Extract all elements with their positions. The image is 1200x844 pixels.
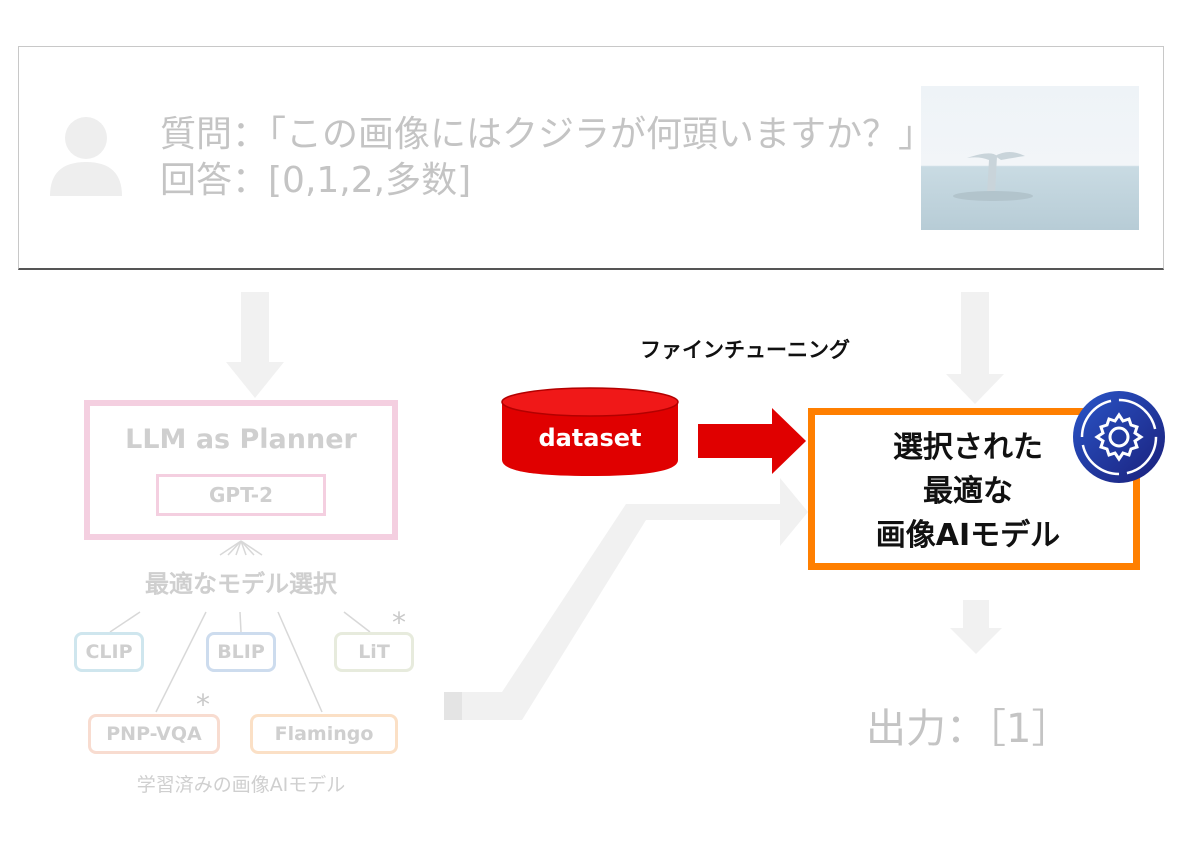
model-node-pnp-vqa: PNP-VQA: [88, 714, 220, 754]
question-block: 質問：「この画像にはクジラが何頭いますか？」 回答：[0,1,2,多数]: [160, 112, 934, 204]
selected-model-line3: 画像AIモデル: [875, 518, 1061, 553]
asterisk-lit: *: [392, 606, 406, 639]
output-arrow-head: [950, 628, 1002, 654]
planner-title: LLM as Planner: [125, 424, 357, 455]
dataset-cylinder-icon: [501, 387, 679, 476]
finetune-arrow-shaft: [698, 424, 778, 458]
left-down-arrow-head: [226, 362, 284, 398]
left-down-arrow-shaft: [241, 292, 269, 362]
selected-model-line1: 選択された: [893, 430, 1043, 465]
dataset-label: dataset: [538, 424, 642, 452]
model-selection-label: 最適なモデル選択: [145, 570, 337, 598]
output-arrow-shaft: [963, 600, 989, 628]
finetune-arrow-head: [772, 408, 806, 474]
selected-model-line2: 最適な: [923, 474, 1013, 509]
user-avatar-icon: [50, 117, 122, 196]
model-tree-lines: [109, 540, 371, 713]
question-text: 質問：「この画像にはクジラが何頭いますか？」: [160, 114, 935, 155]
model-node-lit: LiT: [334, 632, 414, 672]
right-down-arrow-head: [946, 374, 1004, 404]
finetune-label: ファインチューニング: [640, 338, 850, 362]
planner-model-label: GPT-2: [156, 474, 326, 516]
asterisk-pnp-vqa: *: [196, 688, 210, 721]
bent-arrow: [444, 478, 808, 720]
model-node-flamingo: Flamingo: [250, 714, 398, 754]
answer-options: 回答：[0,1,2,多数]: [160, 160, 472, 201]
right-down-arrow-shaft: [961, 292, 989, 374]
planner-box: [84, 400, 398, 540]
output-text: 出力：［1］: [866, 706, 1072, 752]
selected-model-text: 選択された 最適な 画像AIモデル: [840, 426, 1096, 558]
selected-model-box: [808, 408, 1140, 570]
pretrained-models-caption: 学習済みの画像AIモデル: [136, 774, 346, 796]
whale-photo: [921, 86, 1139, 230]
bent-arrow-tail: [444, 692, 462, 720]
model-node-clip: CLIP: [74, 632, 144, 672]
gear-icon: [1073, 391, 1165, 483]
model-node-blip: BLIP: [206, 632, 276, 672]
